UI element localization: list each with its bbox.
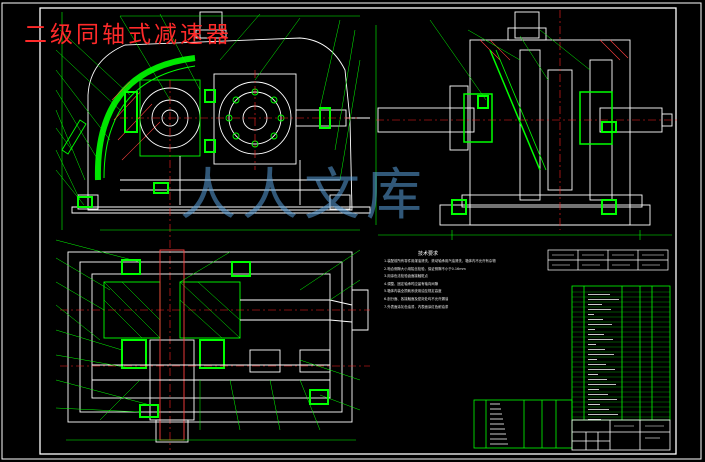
technical-requirements-notes: 1.装配前所有零件用煤油清洗，滚动轴承用汽油清洗，箱体内不允许有杂物 2.啮合侧… — [384, 258, 544, 311]
title-block — [571, 419, 671, 451]
tech-note: 6.剖分面、各接触面及密封处均不允许漏油 — [384, 296, 449, 301]
front-leader-lines — [55, 13, 361, 206]
tech-note: 7.外表面涂灰色油漆，内表面涂红色耐油漆 — [384, 304, 449, 309]
side-leader-lines — [429, 19, 591, 101]
parts-list-rows — [490, 291, 670, 445]
drawing-title: 二级同轴式减速器 — [24, 22, 232, 48]
side-center-lines — [376, 10, 680, 230]
technical-requirements-heading: 技术要求 — [418, 251, 439, 257]
tech-table-text — [552, 254, 664, 266]
tech-note: 2.啮合侧隙大小用铅丝检验，保证侧隙不小于0.16mm — [384, 266, 466, 271]
tech-note: 4.调整、固定轴承时应留有轴向间隙 — [384, 281, 439, 286]
parts-list — [473, 285, 671, 449]
tech-note: 3.用涂色法检验齿面接触斑点 — [384, 274, 428, 279]
side-view — [377, 11, 673, 226]
tech-note: 5.箱体内装全损耗系统用油至规定高度 — [384, 289, 442, 294]
front-center-lines — [120, 70, 360, 450]
tech-note: 1.装配前所有零件用煤油清洗，滚动轴承用汽油清洗，箱体内不允许有杂物 — [384, 259, 496, 263]
plan-leader-lines — [55, 239, 361, 431]
title-block-text — [614, 425, 664, 439]
tech-table — [547, 249, 669, 271]
dimension-lines — [61, 12, 672, 441]
watermark-text: 人人文库 — [180, 163, 428, 228]
